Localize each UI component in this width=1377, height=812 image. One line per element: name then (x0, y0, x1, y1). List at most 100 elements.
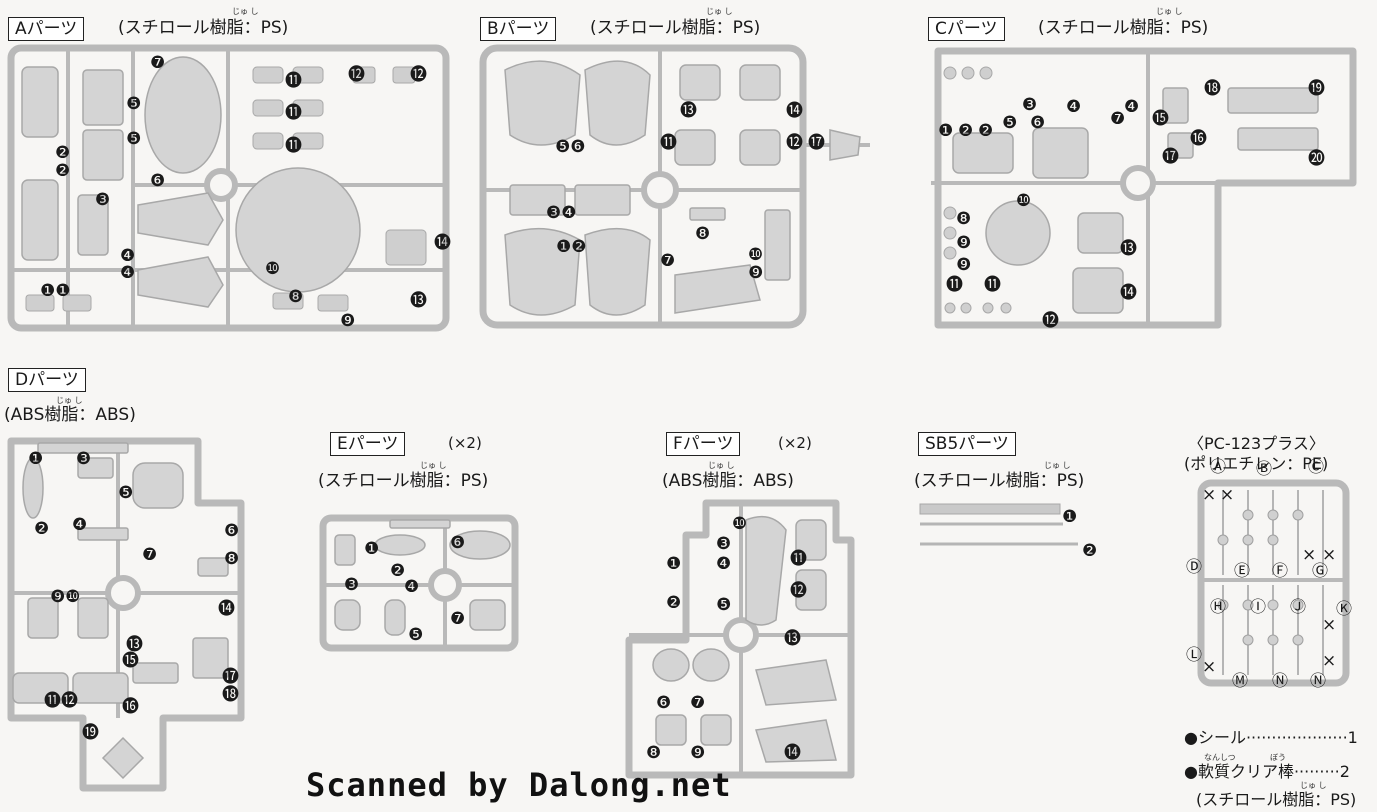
pc-cross: × (1202, 485, 1217, 505)
sheet-f-marker: ❽ (646, 743, 662, 763)
sheet-d-marker: ❾❿ (50, 587, 81, 607)
sheet-c-marker: ⓲ (1204, 79, 1221, 99)
sheet-a-marker: ⓫ (285, 71, 302, 91)
sheet-c-marker: ❸ (1022, 95, 1038, 115)
sheet-d-runner (7, 437, 245, 792)
sheet-f-marker: ❸ (716, 534, 732, 554)
sheet-f-multiplier: (×2) (778, 434, 812, 452)
pc-cross: × (1322, 651, 1337, 671)
sheet-a-marker: ❹ (120, 246, 136, 266)
sheet-f-marker: ❺ (716, 595, 732, 615)
sheet-c-marker: ⓴ (1308, 149, 1325, 169)
sheet-d-marker: ❹ (72, 515, 88, 535)
sheet-a-marker: ❺ (126, 94, 142, 114)
sheet-c-material: (スチロール樹脂：PS) (1038, 18, 1209, 38)
sheet-f-marker: ❾ (690, 743, 706, 763)
sheet-f-marker: ❻ (656, 693, 672, 713)
sheet-pc123-runner (1197, 479, 1350, 687)
sheet-b-marker: ⓮ (786, 101, 803, 121)
sheet-f-marker: ❿ (732, 514, 748, 534)
pc-marker-k: Ⓚ (1336, 599, 1353, 618)
sheet-b-marker: ❾ (748, 263, 764, 283)
watermark: Scanned by Dalong.net (306, 766, 732, 804)
sheet-e-marker: ❷ (390, 561, 406, 581)
sheet-c-marker: ⓫ (984, 275, 1001, 295)
sheet-a-marker: ❷ (55, 143, 71, 163)
sheet-b-marker: ❸❹ (546, 203, 577, 223)
sheet-e-tag: Eパーツ (330, 432, 406, 456)
pc-cross: × (1220, 485, 1235, 505)
pc-marker-m: Ⓜ (1232, 671, 1249, 690)
pc-marker-a: Ⓐ (1210, 457, 1227, 476)
sheet-f-marker: ⓬ (790, 581, 807, 601)
sheet-f-tag: Fパーツ (666, 432, 741, 456)
sheet-sb5-marker: ❶ (1062, 507, 1078, 527)
sheet-e-marker: ❶ (364, 539, 380, 559)
sheet-e-ruby: じゅ し (420, 461, 447, 470)
sheet-d-ruby: じゅ し (56, 396, 83, 405)
sheet-c-marker: ❷ (958, 121, 974, 141)
sheet-f-marker: ⓭ (784, 629, 801, 649)
sheet-f-runner (625, 499, 855, 779)
sheet-e-marker: ❺ (408, 625, 424, 645)
sheet-f-marker: ❹ (716, 554, 732, 574)
pc-marker-d: Ⓓ (1186, 557, 1203, 576)
sheet-b-marker: ⓫ (660, 133, 677, 153)
sheet-d-marker: ⓳ (82, 723, 99, 743)
sheet-d-marker: ⓱ (222, 667, 239, 687)
sheet-d-marker: ⓮ (218, 599, 235, 619)
sheet-d-marker: ❻ (224, 521, 240, 541)
sheet-a-marker: ❼ (150, 53, 166, 73)
pc-cross: × (1302, 545, 1317, 565)
sheet-e-marker: ❻ (450, 533, 466, 553)
sheet-a-marker: ❶❶ (40, 281, 71, 301)
sheet-a-ruby: じゅ し (232, 7, 259, 16)
pc-marker-n: Ⓝ (1310, 671, 1327, 690)
sheet-b-marker: ⓭ (680, 101, 697, 121)
sheet-e-marker: ❹ (404, 577, 420, 597)
sheet-d-marker: ⓰ (122, 697, 139, 717)
pc-marker-j: Ⓙ (1290, 597, 1307, 616)
sheet-b-marker: ⓱ (808, 133, 825, 153)
sheet-pc123-material: (ポリエチレン：PE) (1184, 454, 1329, 473)
legend-ruby: じゅ し (1300, 781, 1327, 790)
sheet-c-marker: ❺ (1002, 113, 1018, 133)
sheet-a-marker: ❹ (120, 263, 136, 283)
sheet-c-marker: ⓬ (1042, 311, 1059, 331)
sheet-a-marker: ⓫ (285, 103, 302, 123)
sheet-c-marker: ⓭ (1120, 239, 1137, 259)
sheet-c-marker: ⓯ (1152, 109, 1169, 129)
sheet-c-ruby: じゅ し (1156, 7, 1183, 16)
legend-ruby: なんしつ (1204, 753, 1236, 762)
sheet-c-marker: ⓫ (946, 275, 963, 295)
legend-sticker: ●シール····················1 (1184, 728, 1358, 747)
sheet-c-marker: ⓮ (1120, 283, 1137, 303)
sheet-a-marker: ❻ (150, 171, 166, 191)
sheet-sb5-material: (スチロール樹脂：PS) (914, 471, 1085, 491)
sheet-d-tag: Dパーツ (8, 368, 86, 392)
sheet-c-marker: ❹ (1066, 97, 1082, 117)
pc-marker-f: Ⓕ (1272, 561, 1289, 580)
sheet-f-marker: ❼ (690, 693, 706, 713)
sheet-d-marker: ❼ (142, 545, 158, 565)
sheet-b-marker: ❼ (660, 251, 676, 271)
sheet-a-marker: ❷ (55, 161, 71, 181)
sheet-e-material: (スチロール樹脂：PS) (318, 471, 489, 491)
pc-marker-l: Ⓛ (1186, 645, 1203, 664)
sheet-b-marker: ❶❷ (556, 237, 587, 257)
sheet-f-ruby: じゅ し (708, 461, 735, 470)
sheet-d-marker: ❽ (224, 549, 240, 569)
sheet-c-marker: ❹ (1124, 97, 1140, 117)
sheet-a-material: (スチロール樹脂：PS) (118, 18, 289, 38)
sheet-a-marker: ❺ (126, 129, 142, 149)
sheet-a-marker: ⓭ (410, 291, 427, 311)
sheet-sb5-marker: ❷ (1082, 541, 1098, 561)
legend-ruby: ぼう (1270, 753, 1286, 762)
sheet-d-marker: ⓫⓬ (44, 691, 78, 711)
sheet-b-marker: ⓬ (786, 133, 803, 153)
sheet-c-marker: ❼ (1110, 109, 1126, 129)
pc-marker-c: Ⓒ (1308, 457, 1325, 476)
pc-marker-b: Ⓑ (1256, 459, 1273, 478)
sheet-c-marker: ❷ (978, 121, 994, 141)
sheet-c-marker: ❽ (956, 209, 972, 229)
